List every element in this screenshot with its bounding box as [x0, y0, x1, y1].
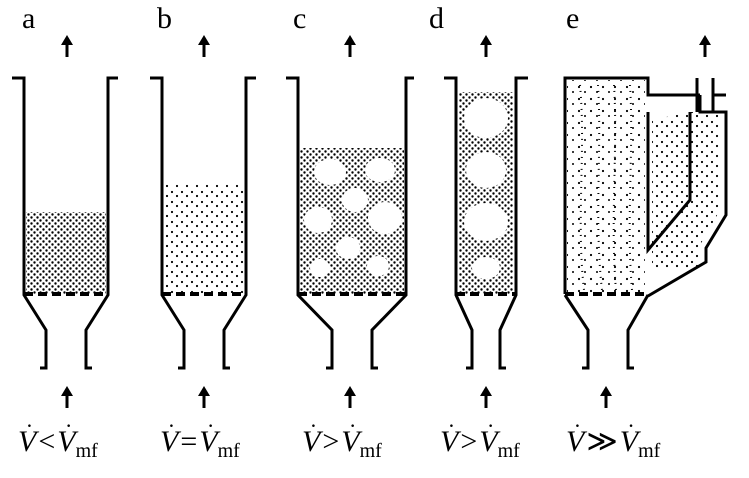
condition-e: ·V≫·Vmf: [566, 413, 661, 463]
outlet-arrow-icon: [478, 33, 494, 59]
outlet-arrow-icon: [196, 33, 212, 59]
panel-d: [444, 33, 528, 410]
panel-label-a: a: [22, 2, 36, 35]
inlet-arrow-icon: [598, 384, 614, 410]
vessel-wall: [444, 76, 528, 370]
inlet-arrow-icon: [478, 384, 494, 410]
cyclone-solids: [652, 112, 720, 268]
inlet-arrow-icon: [342, 384, 358, 410]
expanded-bed: [164, 184, 244, 294]
panel-a: [12, 33, 118, 410]
gas-outlet-pipe: [688, 78, 726, 112]
gas-slugs: [464, 98, 508, 279]
condition-a: ·V<·Vmf: [18, 413, 98, 463]
outlet-arrow-icon: [59, 33, 75, 59]
vessel-wall: [12, 76, 118, 370]
condition-d: ·V>·Vmf: [440, 413, 520, 463]
riser-suspension: [567, 80, 645, 294]
packed-bed: [26, 212, 106, 294]
vessel-wall: [150, 76, 256, 370]
panel-b: [150, 33, 256, 410]
panel-c: [286, 33, 414, 410]
cyclone-and-return-leg: [563, 76, 728, 298]
vessel-wall: [286, 76, 414, 370]
streamer-strands: [579, 84, 633, 291]
vessel-bottom: [563, 294, 650, 370]
inlet-arrow-icon: [196, 384, 212, 410]
panel-label-e: e: [566, 2, 580, 35]
panel-e: [563, 33, 728, 410]
condition-c: ·V>·Vmf: [302, 413, 382, 463]
panel-label-d: d: [429, 2, 444, 35]
inlet-arrow-icon: [59, 384, 75, 410]
condition-b: ·V=·Vmf: [160, 413, 240, 463]
outlet-arrow-icon: [697, 33, 713, 59]
gas-bubbles: [304, 158, 402, 277]
panel-label-c: c: [293, 2, 307, 35]
panel-label-b: b: [157, 2, 172, 35]
outlet-arrow-icon: [342, 33, 358, 59]
